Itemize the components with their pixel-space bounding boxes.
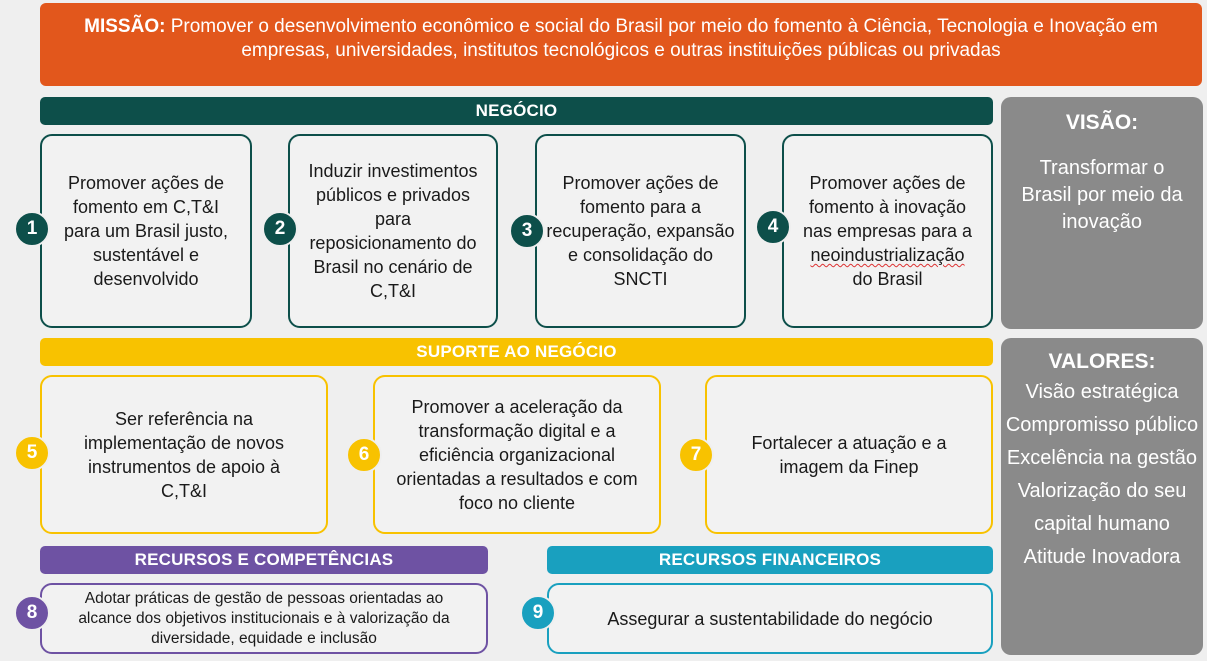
valor-item: Excelência na gestão (1006, 447, 1198, 469)
valor-item: Visão estratégica (1025, 381, 1179, 403)
objective-number-8: 8 (14, 595, 50, 631)
section-header-recursos-financeiros: RECURSOS FINANCEIROS (547, 546, 993, 574)
valor-item: Atitude Inovadora (1023, 546, 1181, 568)
objective-number-7: 7 (678, 437, 714, 473)
objective-box-5: Ser referência na implementação de novos… (40, 375, 328, 534)
objective-text: Promover ações de fomento para a recuper… (546, 173, 735, 289)
objective-text-part: Promover ações de fomento à inovação nas… (802, 173, 973, 241)
objective-box-4: Promover ações de fomento à inovação nas… (782, 134, 993, 328)
objective-text: Promover ações de fomento à inovação nas… (790, 171, 985, 291)
objective-text: Promover a aceleração da transformação d… (396, 396, 638, 513)
objective-box-7: Fortalecer a atuação e a imagem da Finep (705, 375, 993, 534)
section-header-suporte: SUPORTE AO NEGÓCIO (40, 338, 993, 366)
objective-text: Fortalecer a atuação e a imagem da Finep (751, 432, 947, 477)
objective-text: Induzir investimentos públicos e privado… (308, 161, 478, 301)
valores-panel: VALORES: Visão estratégica Compromisso p… (1001, 338, 1203, 655)
objective-text-part: do Brasil (852, 269, 923, 289)
objective-text-part: neoindustrialização (810, 245, 965, 265)
objective-number-5: 5 (14, 435, 50, 471)
objective-number-3: 3 (509, 213, 545, 249)
mission-text: Promover o desenvolvimento econômico e s… (170, 16, 1158, 61)
objective-box-9: Assegurar a sustentabilidade do negócio (547, 583, 993, 654)
objective-text: Ser referência na implementação de novos… (83, 408, 285, 501)
valor-item: Compromisso público (1005, 414, 1199, 436)
visao-panel: VISÃO: Transformar o Brasil por meio da … (1001, 97, 1203, 329)
objective-text: Promover ações de fomento em C,T&I para … (63, 173, 229, 289)
objective-box-8: Adotar práticas de gestão de pessoas ori… (40, 583, 488, 654)
objective-number-1: 1 (14, 211, 50, 247)
objective-text: Assegurar a sustentabilidade do negócio (607, 608, 933, 629)
objective-number-4: 4 (755, 209, 791, 245)
valores-list: Visão estratégica Compromisso público Ex… (1001, 376, 1203, 574)
visao-text: Transformar o Brasil por meio da inovaçã… (1021, 157, 1183, 233)
valor-item: Valorização do seu capital humano (1017, 480, 1187, 535)
objective-box-6: Promover a aceleração da transformação d… (373, 375, 661, 534)
objective-number-2: 2 (262, 211, 298, 247)
objective-number-9: 9 (520, 595, 556, 631)
section-header-negocio: NEGÓCIO (40, 97, 993, 125)
objective-box-2: Induzir investimentos públicos e privado… (288, 134, 498, 328)
mission-banner: MISSÃO: Promover o desenvolvimento econô… (40, 3, 1202, 86)
objective-number-6: 6 (346, 437, 382, 473)
objective-text: Adotar práticas de gestão de pessoas ori… (78, 589, 450, 647)
valores-title: VALORES: (1048, 350, 1156, 373)
visao-title: VISÃO: (1065, 111, 1139, 134)
objective-box-3: Promover ações de fomento para a recuper… (535, 134, 746, 328)
objective-box-1: Promover ações de fomento em C,T&I para … (40, 134, 252, 328)
mission-label: MISSÃO: (84, 16, 166, 37)
section-header-recursos-competencias: RECURSOS E COMPETÊNCIAS (40, 546, 488, 574)
